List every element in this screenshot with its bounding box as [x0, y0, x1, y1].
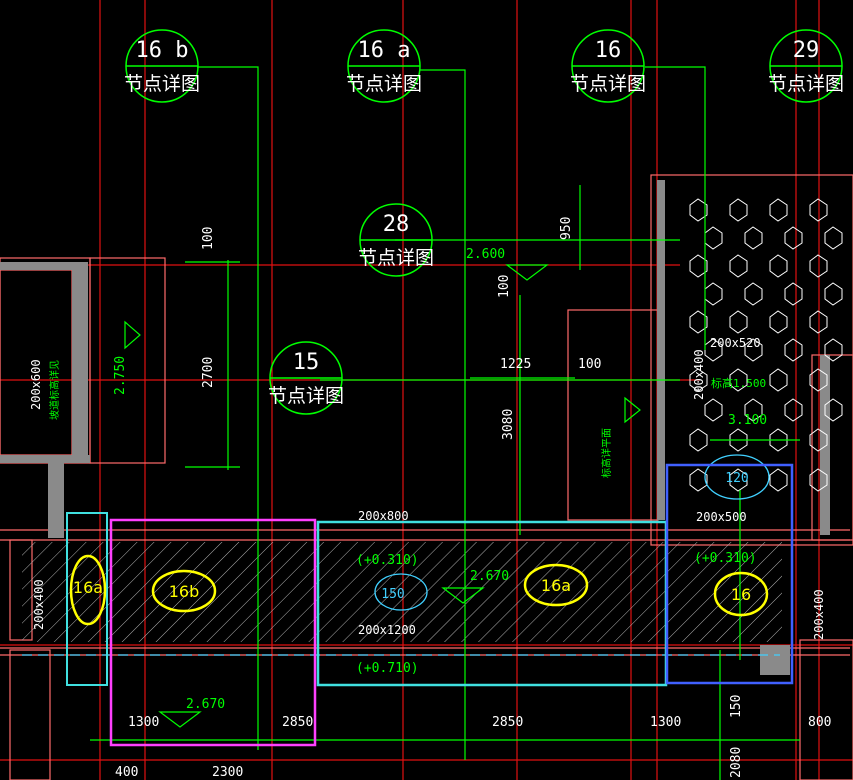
callout-16-caption: 节点详图	[570, 73, 646, 95]
leader-lines	[90, 66, 800, 780]
dim-3080: 3080	[501, 409, 516, 440]
dim-100-b: 100	[497, 275, 512, 298]
beam-200x600: 200x600	[29, 359, 43, 410]
hex-fill	[689, 198, 843, 492]
dim-150: 150	[729, 695, 744, 718]
zone-label-16b: 16b	[169, 582, 200, 601]
elev-0-310-b: (+0.310)	[694, 551, 757, 566]
dim-1300-a: 1300	[128, 715, 159, 730]
elev-2-750: 2.750	[113, 356, 128, 395]
highlight-16b	[109, 518, 317, 747]
beam-200x500: 200x500	[696, 510, 747, 524]
section-circle-120	[704, 454, 770, 500]
note-elev-1500: 标高1.500	[711, 376, 766, 390]
highlight-16a-left	[66, 512, 108, 686]
callout-16a-caption: 节点详图	[346, 73, 422, 95]
dim-1225: 1225	[500, 357, 531, 372]
dim-2700: 2700	[201, 357, 216, 388]
callout-29-number: 29	[793, 38, 820, 63]
callout-16-number: 16	[595, 38, 622, 63]
dim-2850-a: 2850	[282, 715, 313, 730]
elev-2-670-a: 2.670	[470, 569, 509, 584]
zone-label-16: 16	[731, 585, 751, 604]
callout-16b-caption: 节点详图	[124, 73, 200, 95]
callout-15-number: 15	[293, 350, 320, 375]
elev-2-670-b: 2.670	[186, 697, 225, 712]
zone-label-16a: 16a	[541, 576, 571, 595]
concrete-walls	[0, 180, 830, 675]
callout-circles	[125, 29, 843, 415]
elev-3-100: 3.100	[728, 413, 767, 428]
callout-29-caption: 节点详图	[768, 73, 844, 95]
section-circle-150	[374, 573, 428, 611]
callout-28-caption: 节点详图	[358, 247, 434, 269]
callout-16b-number: 16 b	[136, 38, 189, 63]
callout-16a-number: 16 a	[358, 38, 411, 63]
beam-hatch	[22, 542, 782, 642]
dim-400: 400	[115, 765, 138, 780]
dim-2080: 2080	[729, 747, 744, 778]
dim-2850-b: 2850	[492, 715, 523, 730]
callout-15-caption: 节点详图	[268, 385, 344, 407]
dim-100-c: 100	[578, 357, 601, 372]
circle-150-label: 150	[381, 587, 404, 602]
beam-200x400-left: 200x400	[32, 579, 46, 630]
zone-ellipses	[69, 554, 769, 626]
zone-label-16a-left: 16a	[73, 578, 103, 597]
elev-2-600: 2.600	[466, 247, 505, 262]
elev-0-710: (+0.710)	[356, 661, 419, 676]
beam-200x520: 200x520	[710, 336, 761, 350]
dim-1300-b: 1300	[650, 715, 681, 730]
dim-2300: 2300	[212, 765, 243, 780]
circle-120-label: 120	[725, 471, 748, 486]
dim-800: 800	[808, 715, 831, 730]
beam-200x800: 200x800	[358, 509, 409, 523]
note-ramp-elev: 坡道标高详见	[48, 360, 61, 420]
callout-28-number: 28	[383, 212, 410, 237]
elev-0-310-a: (+0.310)	[356, 553, 419, 568]
highlight-16	[665, 463, 794, 685]
dim-100-a: 100	[201, 227, 216, 250]
beam-200x1200: 200x1200	[358, 623, 416, 637]
dim-950: 950	[559, 217, 574, 240]
beam-200x400-right: 200x400	[812, 589, 826, 640]
note-elev-plan: 标高详平面	[600, 428, 613, 478]
beam-200x400-vertical: 200x400	[692, 349, 706, 400]
